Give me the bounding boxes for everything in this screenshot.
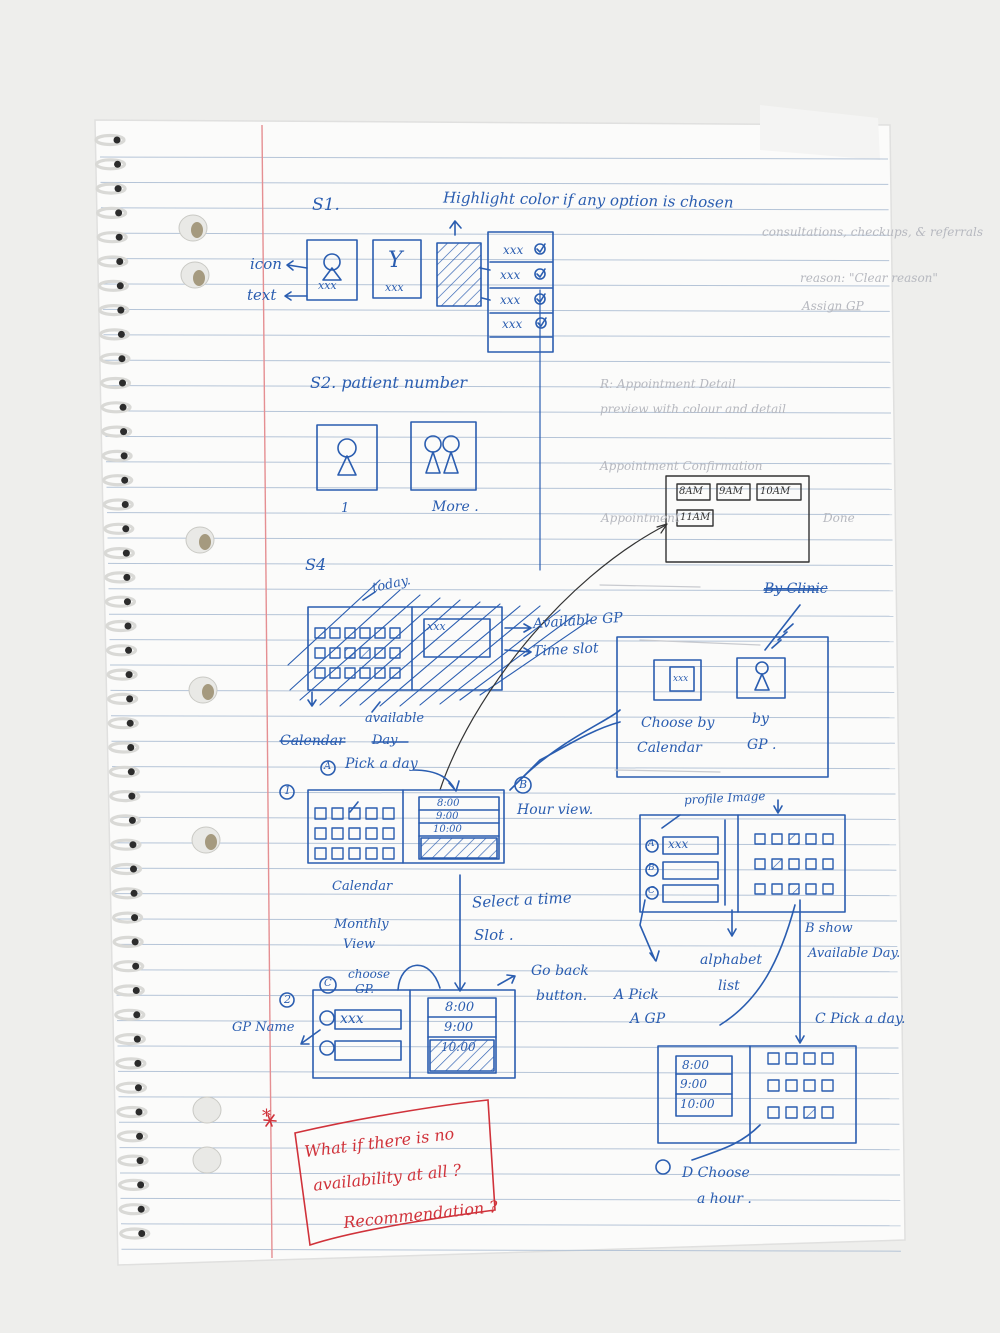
paper-sheet	[94, 119, 906, 1266]
flow2-gp-name: GP Name	[232, 1020, 295, 1035]
flow1-view-label: View	[343, 937, 376, 952]
ghost-text: Appointment	[601, 511, 680, 525]
show-available-label-2: Available Day.	[808, 946, 901, 961]
gp-row-marker: A	[648, 839, 655, 849]
s1-card-text: xxx	[385, 281, 404, 294]
show-available-label: B show	[805, 921, 853, 936]
ghost-text: Assign GP	[802, 299, 864, 313]
s4-available: available	[365, 711, 425, 726]
final-time: 8:00	[682, 1058, 709, 1072]
s4-cell-text: xxx	[427, 620, 446, 633]
s1-card-text: xxx	[318, 279, 337, 292]
calendar-option-label: Calendar	[637, 740, 702, 756]
flow1-hour-view: Hour view.	[517, 802, 594, 818]
mini-calendar-text: xxx	[673, 674, 689, 684]
flow1-b-marker: B	[519, 778, 528, 791]
s4-struck-day: Day	[372, 733, 398, 748]
gp-row-marker: C	[648, 886, 655, 896]
gp-row-marker: B	[648, 863, 655, 873]
s1-list-item: xxx	[503, 243, 524, 257]
flow2-go-back: Go back	[531, 963, 589, 979]
s2-title: S2. patient number	[310, 373, 468, 392]
flow1-time: 9:00	[436, 811, 459, 822]
s1-card-glyph-letter: Y	[388, 248, 403, 273]
hour-slot: 8AM	[679, 486, 703, 497]
s1-list-item: xxx	[500, 268, 521, 282]
flow2-choose-gp: choose	[348, 967, 391, 981]
ruled-lines	[99, 156, 901, 1252]
flow1-number: 1	[284, 784, 291, 797]
pick-day-label: C Pick a day.	[815, 1011, 906, 1027]
flow2-screen	[312, 989, 516, 1079]
hour-slot-popup	[665, 475, 810, 563]
flow2-time: 10:00	[441, 1040, 476, 1054]
red-note-box	[294, 1099, 496, 1247]
s2-option-more-label: More .	[432, 499, 479, 515]
s1-card-selected	[436, 242, 482, 307]
flow1-select-slot: Slot .	[474, 926, 514, 944]
s1-list	[487, 231, 554, 353]
flow2-choose-gp: GP.	[355, 982, 375, 996]
ghost-text: consultations, checkups, & referrals	[762, 225, 984, 239]
by-gp-label: by	[752, 711, 769, 727]
margin-line	[261, 124, 273, 1259]
ghost-text: preview with colour and detail	[600, 402, 786, 416]
choose-by-label: Choose by	[641, 715, 715, 731]
flow2-row-text: xxx	[340, 1011, 364, 1027]
spiral-binding	[94, 133, 151, 1240]
choose-method-screen	[616, 636, 829, 778]
gp-row-text: xxx	[668, 837, 689, 851]
s1-text-label: text	[247, 286, 277, 304]
pick-gp-label-2: A GP	[630, 1011, 666, 1027]
flow2-time: 8:00	[445, 1000, 475, 1015]
final-screen	[657, 1045, 857, 1144]
s1-list-item: xxx	[502, 317, 523, 331]
pick-gp-label: A Pick	[614, 987, 659, 1003]
flow1-monthly-label: Monthly	[334, 917, 389, 932]
gp-option-label: GP .	[747, 737, 777, 753]
ghost-text: R: Appointment Detail	[600, 377, 736, 391]
s4-struck-calendar: Calendar	[280, 733, 345, 749]
ghost-text: reason: "Clear reason"	[800, 271, 938, 285]
choose-hour-label: D Choose	[682, 1165, 750, 1181]
red-note-star: *	[262, 1106, 271, 1127]
s1-icon-label: icon	[250, 255, 282, 273]
final-time: 9:00	[680, 1077, 707, 1091]
s2-option-more	[410, 421, 477, 491]
s1-card-icon	[306, 239, 358, 301]
hour-slot: 11AM	[680, 512, 711, 523]
struck-by-clinic: By Clinic	[764, 581, 828, 597]
flow2-go-back-button: button.	[536, 988, 588, 1004]
alphabet-list-label-2: list	[718, 978, 740, 994]
s4-title: S4	[305, 555, 327, 574]
flow2-c-marker: C	[324, 978, 332, 989]
choose-hour-label-2: a hour .	[697, 1191, 752, 1207]
final-time: 10:00	[680, 1097, 715, 1111]
ghost-text: Appointment Confirmation	[600, 459, 763, 473]
hour-slot: 10AM	[760, 486, 791, 497]
ghost-text: Done	[823, 511, 855, 525]
s2-option-one	[316, 424, 378, 491]
flow1-calendar-label: Calendar	[332, 879, 393, 894]
s1-list-item: xxx	[500, 293, 521, 307]
flow1-pick-a-day: Pick a day	[345, 756, 418, 772]
flow2-number: 2	[284, 993, 291, 1006]
flow1-time: 10:00	[433, 824, 462, 835]
s2-option-one-label: 1	[341, 501, 350, 516]
s1-card-glyph	[372, 239, 422, 299]
s4-calendar-frame	[307, 606, 503, 691]
flow1-screen	[307, 789, 505, 864]
flow1-time: 8:00	[437, 798, 460, 809]
gp-screen	[639, 814, 846, 913]
hour-slot: 9AM	[719, 486, 743, 497]
alphabet-list-label: alphabet	[700, 952, 763, 968]
flow1-a-marker: A	[324, 761, 332, 772]
s1-title: S1.	[312, 195, 340, 215]
flow2-time: 9:00	[444, 1020, 474, 1035]
s4-time-slot: Time slot	[532, 640, 599, 660]
